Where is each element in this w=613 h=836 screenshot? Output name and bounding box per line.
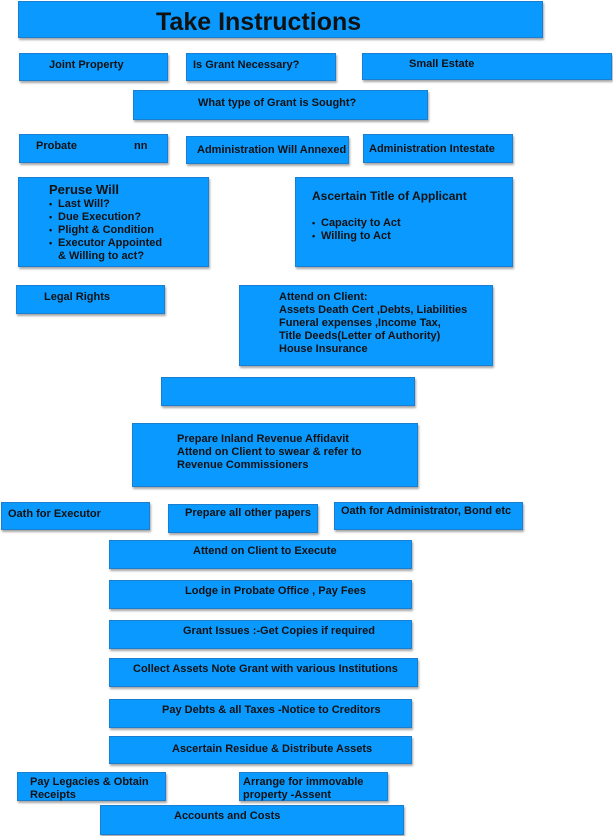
joint-property-label: Joint Property — [49, 59, 124, 71]
attend-client-line: Assets Death Cert ,Debts, Liabilities — [279, 304, 468, 316]
oath-executor-label: Oath for Executor — [8, 508, 101, 520]
intestate-label: Administration Intestate — [369, 143, 495, 155]
ascertain-title-item: Willing to Act — [312, 230, 401, 243]
step-collect-assets-label: Collect Assets Note Grant with various I… — [133, 663, 398, 675]
attend-client-line: House Insurance — [279, 343, 368, 355]
legal-rights-box: Legal Rights — [16, 285, 165, 314]
step-lodge-box: Lodge in Probate Office , Pay Fees — [109, 580, 412, 609]
peruse-will-continuation: & Willing to act? — [58, 250, 145, 262]
legacies-line: Pay Legacies & Obtain — [30, 776, 149, 788]
peruse-will-item: Due Execution? — [49, 211, 162, 224]
will-annexed-box: Administration Will Annexed — [186, 136, 349, 164]
title-text: Take Instructions — [156, 8, 362, 36]
revenue-affidavit-line: Revenue Commissioners — [177, 459, 309, 471]
step-lodge-label: Lodge in Probate Office , Pay Fees — [185, 585, 366, 597]
ascertain-title-list: Capacity to Act Willing to Act — [312, 217, 401, 243]
attend-client-line: Funeral expenses ,Income Tax, — [279, 317, 441, 329]
step-pay-debts-label: Pay Debts & all Taxes -Notice to Credito… — [162, 704, 381, 716]
is-grant-necessary-label: Is Grant Necessary? — [193, 59, 300, 71]
legacies-line: Receipts — [30, 789, 76, 801]
peruse-will-heading: Peruse Will — [49, 182, 119, 197]
step-execute-box: Attend on Client to Execute — [109, 540, 412, 569]
ascertain-title-box: Ascertain Title of Applicant Capacity to… — [295, 177, 513, 267]
title-box: Take Instructions — [18, 1, 543, 38]
probate-box: Probate nn — [19, 134, 168, 163]
step-grant-issues-label: Grant Issues :-Get Copies if required — [183, 625, 375, 637]
immovable-line: property -Assent — [243, 789, 332, 801]
peruse-will-item: Last Will? — [49, 198, 162, 211]
peruse-will-list: Last Will? Due Execution? Plight & Condi… — [49, 198, 162, 250]
is-grant-necessary-box: Is Grant Necessary? — [186, 53, 336, 81]
legacies-text: Pay Legacies & Obtain Receipts — [30, 776, 149, 802]
step-execute-label: Attend on Client to Execute — [193, 545, 337, 557]
oath-executor-box: Oath for Executor — [1, 502, 150, 530]
peruse-will-item: Executor Appointed — [49, 237, 162, 250]
revenue-affidavit-text: Prepare Inland Revenue Affidavit Attend … — [177, 433, 362, 472]
step-collect-assets-box: Collect Assets Note Grant with various I… — [109, 658, 418, 687]
small-estate-label: Small Estate — [409, 58, 475, 70]
probate-label: Probate — [36, 140, 77, 152]
attend-client-line: Attend on Client: — [279, 291, 368, 303]
ascertain-title-heading: Ascertain Title of Applicant — [312, 189, 467, 203]
ascertain-title-item: Capacity to Act — [312, 217, 401, 230]
revenue-affidavit-box: Prepare Inland Revenue Affidavit Attend … — [132, 423, 418, 487]
peruse-will-item: Plight & Condition — [49, 224, 162, 237]
accounts-label: Accounts and Costs — [174, 810, 281, 822]
attend-client-box: Attend on Client: Assets Death Cert ,Deb… — [239, 285, 493, 366]
immovable-text: Arrange for immovable property -Assent — [243, 776, 363, 802]
intestate-box: Administration Intestate — [363, 134, 513, 163]
probate-extra-label: nn — [134, 140, 148, 152]
step-residue-label: Ascertain Residue & Distribute Assets — [172, 743, 373, 755]
accounts-box: Accounts and Costs — [100, 805, 404, 835]
legacies-box: Pay Legacies & Obtain Receipts — [17, 772, 166, 801]
other-papers-label: Prepare all other papers — [185, 507, 311, 519]
grant-type-box: What type of Grant is Sought? — [133, 90, 428, 120]
revenue-affidavit-line: Attend on Client to swear & refer to — [177, 446, 362, 458]
joint-property-box: Joint Property — [19, 53, 168, 81]
step-pay-debts-box: Pay Debts & all Taxes -Notice to Credito… — [109, 699, 412, 728]
attend-client-line: Title Deeds(Letter of Authority) — [279, 330, 441, 342]
step-grant-issues-box: Grant Issues :-Get Copies if required — [109, 620, 412, 649]
will-annexed-label: Administration Will Annexed — [197, 144, 347, 156]
grant-type-label: What type of Grant is Sought? — [198, 97, 357, 109]
peruse-will-box: Peruse Will Last Will? Due Execution? Pl… — [18, 177, 209, 267]
oath-administrator-label: Oath for Administrator, Bond etc — [341, 505, 512, 517]
small-estate-box: Small Estate — [362, 53, 612, 80]
empty-box — [161, 377, 415, 406]
oath-administrator-box: Oath for Administrator, Bond etc — [334, 502, 523, 530]
revenue-affidavit-line: Prepare Inland Revenue Affidavit — [177, 433, 349, 445]
immovable-line: Arrange for immovable — [243, 776, 364, 788]
other-papers-box: Prepare all other papers — [168, 504, 318, 533]
legal-rights-label: Legal Rights — [44, 291, 111, 303]
attend-client-text: Attend on Client: Assets Death Cert ,Deb… — [279, 291, 467, 356]
step-residue-box: Ascertain Residue & Distribute Assets — [109, 736, 412, 764]
immovable-box: Arrange for immovable property -Assent — [239, 772, 388, 801]
